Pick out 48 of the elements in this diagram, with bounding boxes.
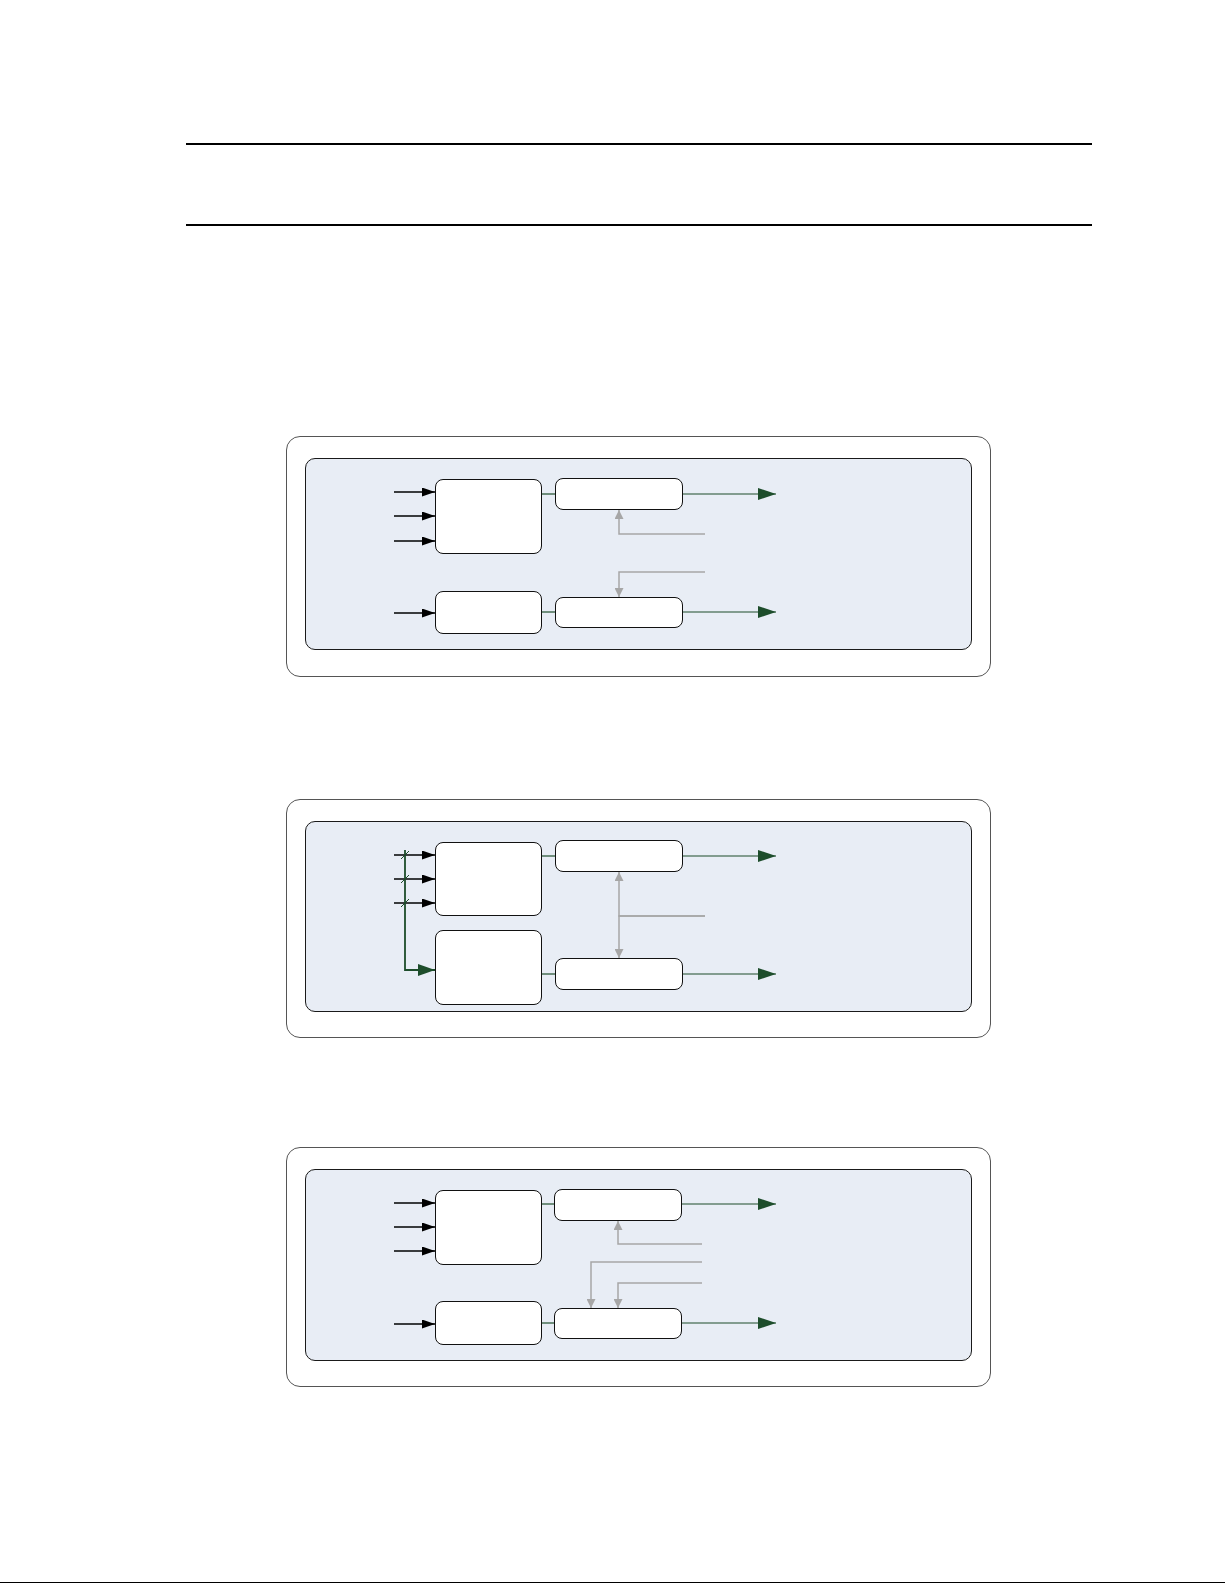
connector-line [541,1322,555,1324]
arrow [586,1261,703,1309]
process-box [434,1189,542,1265]
arrow [393,1222,436,1232]
arrow [682,850,777,862]
connector-line [541,855,556,857]
arrow [393,850,436,860]
arrow [614,571,706,598]
arrow [682,606,777,618]
arrow [393,1198,436,1208]
process-box [554,596,683,628]
arrow [613,1282,703,1309]
process-box [434,1300,542,1345]
arrow [393,874,436,884]
arrow [393,536,436,546]
outer-panel [286,436,991,677]
process-box [434,841,542,916]
arrow [614,915,706,959]
process-box [434,929,542,1005]
connector-line [541,611,556,613]
connector-line [541,973,556,975]
arrow [682,488,777,500]
process-box [553,1307,682,1339]
arrow [613,1220,703,1245]
inner-panel [305,458,972,650]
arrow [681,1198,777,1210]
connector-line [541,493,556,495]
arrow [393,608,436,618]
arrow [614,509,706,535]
arrow [404,849,436,976]
process-box [554,839,683,872]
arrow [393,898,436,908]
arrow [393,1319,436,1329]
process-box [434,590,542,634]
inner-panel [305,821,972,1012]
arrow [393,487,436,497]
process-box [554,957,683,990]
process-box [553,1188,682,1221]
connector-line [541,1203,555,1205]
process-box [434,478,542,554]
arrow [682,968,777,980]
arrow [393,1246,436,1256]
process-box [554,477,683,510]
outer-panel [286,1147,991,1387]
outer-panel [286,799,991,1038]
arrow [393,511,436,521]
inner-panel [305,1169,972,1361]
arrow [681,1317,777,1329]
